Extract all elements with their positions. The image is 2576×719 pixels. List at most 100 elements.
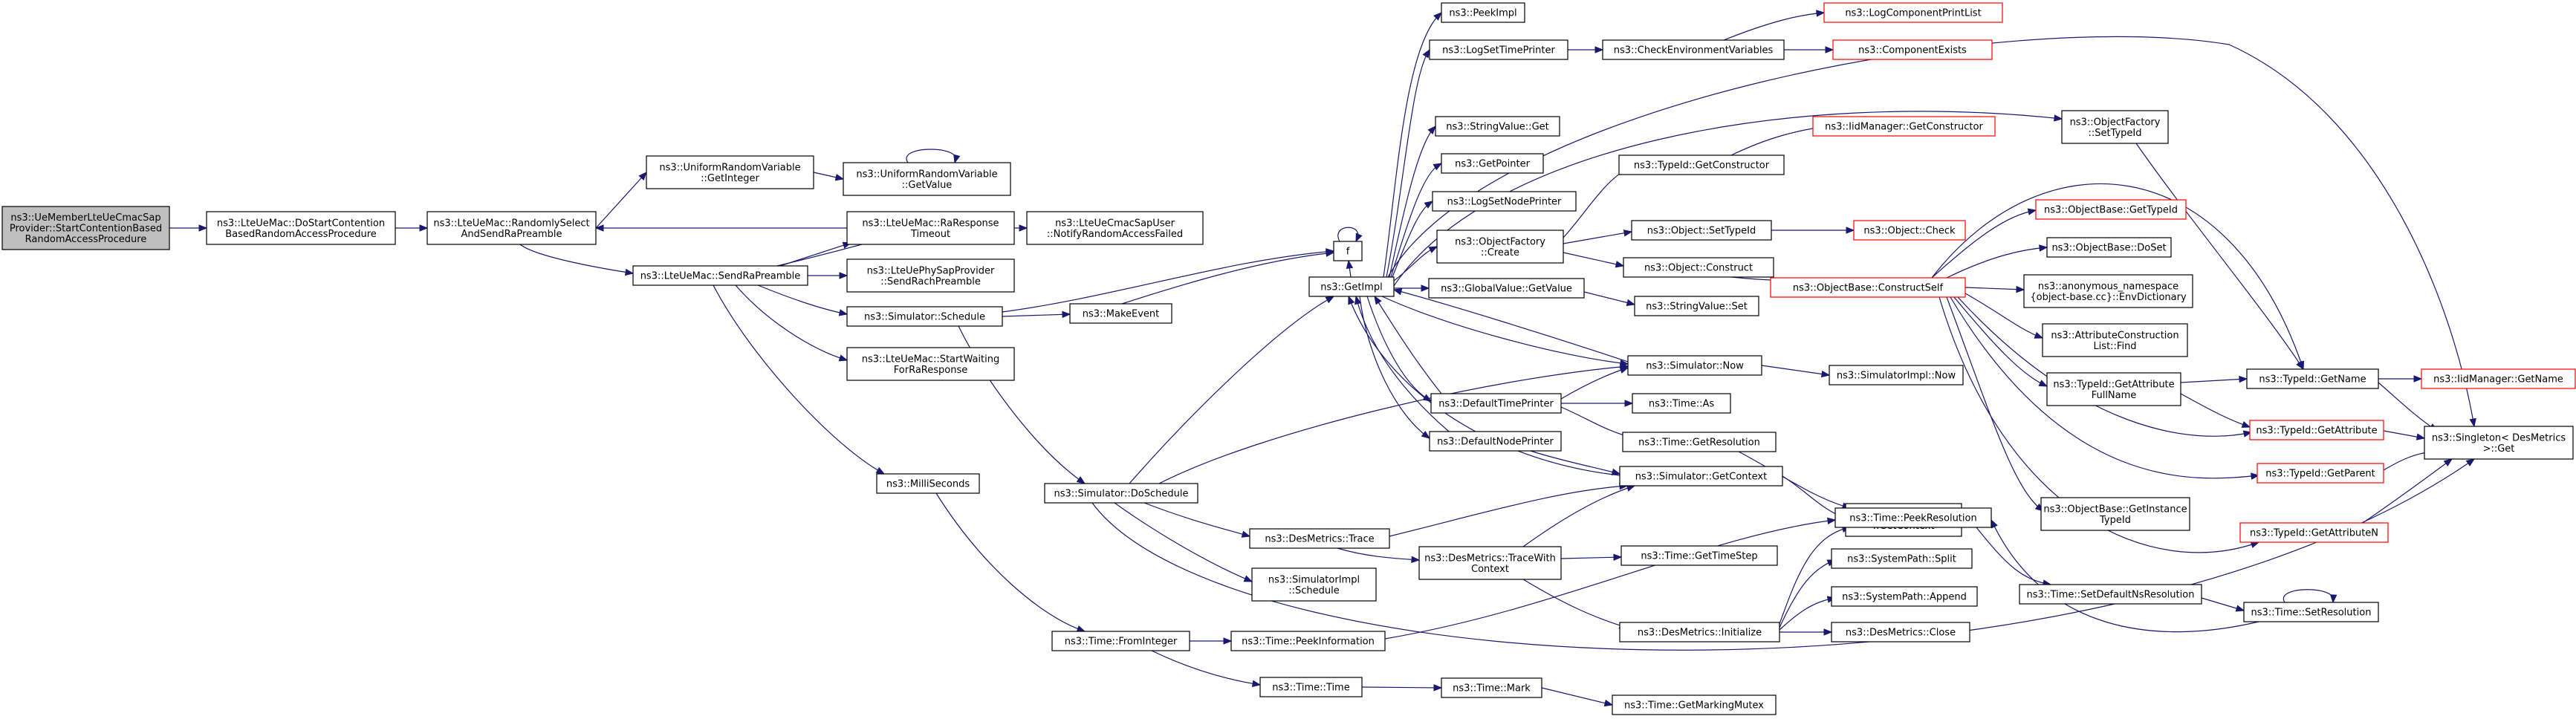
arrowhead bbox=[2329, 594, 2337, 604]
node-sim-impl-now[interactable]: ns3::SimulatorImpl::Now bbox=[1829, 365, 1964, 385]
node-sim-schedule[interactable]: ns3::Simulator::Schedule bbox=[846, 306, 1003, 327]
node-type-id-get-attr-n[interactable]: ns3::TypeId::GetAttributeN bbox=[2239, 522, 2389, 543]
node-time-get-mark-mutex[interactable]: ns3::Time::GetMarkingMutex bbox=[1612, 694, 1777, 715]
node-obj-fact-set-type-id[interactable]: ns3::ObjectFactory::SetTypeId bbox=[2061, 110, 2169, 144]
node-time-set-res[interactable]: ns3::Time::SetResolution bbox=[2243, 602, 2379, 622]
node-send-ra-pre[interactable]: ns3::LteUeMac::SendRaPreamble bbox=[632, 265, 808, 286]
node-check-env[interactable]: ns3::CheckEnvironmentVariables bbox=[1602, 39, 1785, 60]
node-time-peek-res[interactable]: ns3::Time::PeekResolution bbox=[1834, 507, 1992, 528]
node-time-mark[interactable]: ns3::Time::Mark bbox=[1441, 677, 1542, 698]
node-time-time[interactable]: ns3::Time::Time bbox=[1259, 677, 1363, 697]
node-sys-path-append[interactable]: ns3::SystemPath::Append bbox=[1831, 586, 1978, 607]
node-time-get-step[interactable]: ns3::Time::GetTimeStep bbox=[1620, 545, 1778, 566]
node-make-event[interactable]: ns3::MakeEvent bbox=[1069, 303, 1172, 324]
edge-obj-base-construct-self-to-type-id-get-parent bbox=[1950, 296, 2260, 480]
node-get-impl[interactable]: ns3::GetImpl bbox=[1308, 276, 1395, 297]
node-type-id-get-ctor[interactable]: ns3::TypeId::GetConstructor bbox=[1618, 154, 1785, 175]
node-rand-sel[interactable]: ns3::LteUeMac::RandomlySelectAndSendRaPr… bbox=[426, 211, 597, 245]
node-singleton-get[interactable]: ns3::Singleton< DesMetrics>::Get bbox=[2424, 426, 2574, 460]
node-obj-base-do-set[interactable]: ns3::ObjectBase::DoSet bbox=[2046, 237, 2172, 258]
node-type-id-get-name[interactable]: ns3::TypeId::GetName bbox=[2246, 368, 2379, 389]
node-time-as[interactable]: ns3::Time::As bbox=[1632, 393, 1731, 414]
node-iid-mgr-get-ctor[interactable]: ns3::IidManager::GetConstructor bbox=[1812, 116, 1996, 137]
node-obj-set-type-id[interactable]: ns3::Object::SetTypeId bbox=[1631, 220, 1772, 241]
node-urv-get-int[interactable]: ns3::UniformRandomVariable::GetInteger bbox=[646, 155, 814, 189]
node-box bbox=[1829, 365, 1964, 385]
node-box bbox=[1429, 39, 1568, 60]
node-sys-path-split[interactable]: ns3::SystemPath::Split bbox=[1831, 548, 1973, 569]
node-des-close[interactable]: ns3::DesMetrics::Close bbox=[1831, 622, 1970, 642]
node-box bbox=[2040, 497, 2190, 531]
edge-line bbox=[2283, 589, 2335, 603]
edge-line bbox=[1530, 450, 1620, 475]
node-log-time-printer[interactable]: ns3::LogSetTimePrinter bbox=[1429, 39, 1568, 60]
node-time-from-int[interactable]: ns3::Time::FromInteger bbox=[1051, 631, 1190, 651]
node-box bbox=[1602, 39, 1785, 60]
edge-line bbox=[1946, 247, 2048, 279]
node-def-node-printer[interactable]: ns3::DefaultNodePrinter bbox=[1429, 431, 1562, 452]
node-time-get-res[interactable]: ns3::Time::GetResolution bbox=[1622, 432, 1777, 452]
node-def-time-printer[interactable]: ns3::DefaultTimePrinter bbox=[1430, 393, 1562, 414]
node-des-trace[interactable]: ns3::DesMetrics::Trace bbox=[1249, 528, 1390, 549]
node-log-comp-list[interactable]: ns3::LogComponentPrintList bbox=[1823, 2, 2003, 23]
node-label: Timeout bbox=[910, 229, 950, 240]
arrowhead bbox=[1325, 296, 1335, 304]
node-obj-base-construct-self[interactable]: ns3::ObjectBase::ConstructSelf bbox=[1770, 277, 1966, 298]
node-do-schedule[interactable]: ns3::Simulator::DoSchedule bbox=[1044, 483, 1198, 504]
node-sim-now[interactable]: ns3::Simulator::Now bbox=[1627, 355, 1762, 376]
node-get-pointer[interactable]: ns3::GetPointer bbox=[1441, 153, 1544, 174]
node-label: ns3::Object::Check bbox=[1863, 226, 1956, 237]
node-label: ns3::TypeId::GetAttribute bbox=[2256, 426, 2377, 437]
node-label: ns3::DesMetrics::Close bbox=[1846, 628, 1956, 639]
node-label: ns3::LteUeMac::RandomlySelect bbox=[433, 218, 589, 229]
node-anon-env-dict[interactable]: ns3::anonymous_namespace{object-base.cc}… bbox=[2023, 274, 2193, 308]
node-obj-check[interactable]: ns3::Object::Check bbox=[1853, 220, 1966, 241]
node-sim-get-ctx[interactable]: ns3::Simulator::GetContext bbox=[1619, 466, 1783, 487]
node-global-val-get[interactable]: ns3::GlobalValue::GetValue bbox=[1428, 278, 1585, 299]
arrowhead bbox=[1433, 684, 1443, 692]
edge-line bbox=[1779, 527, 1851, 625]
edge-root-to-do-start bbox=[169, 224, 208, 232]
node-box bbox=[2421, 368, 2576, 389]
node-notify-ra-failed[interactable]: ns3::LteUeCmacSapUser::NotifyRandomAcces… bbox=[1026, 211, 1204, 245]
node-iid-mgr-get-name[interactable]: ns3::IidManager::GetName bbox=[2421, 368, 2576, 389]
node-do-start[interactable]: ns3::LteUeMac::DoStartContentionBasedRan… bbox=[206, 211, 396, 245]
node-label: ns3::GetImpl bbox=[1320, 282, 1383, 293]
node-des-init[interactable]: ns3::DesMetrics::Initialize bbox=[1619, 622, 1780, 642]
node-label: RandomAccessProcedure bbox=[25, 234, 147, 245]
node-milli[interactable]: ns3::MilliSeconds bbox=[876, 473, 980, 494]
node-type-id-get-attr[interactable]: ns3::TypeId::GetAttribute bbox=[2249, 420, 2384, 440]
node-time-peek-info[interactable]: ns3::Time::PeekInformation bbox=[1230, 631, 1386, 651]
node-urv-get-val[interactable]: ns3::UniformRandomVariable::GetValue bbox=[843, 162, 1011, 196]
node-label: AndSendRaPreamble bbox=[461, 229, 562, 240]
node-obj-fact-create[interactable]: ns3::ObjectFactory::Create bbox=[1436, 230, 1564, 264]
node-send-rach[interactable]: ns3::LteUePhySapProvider::SendRachPreamb… bbox=[846, 258, 1015, 293]
edge-line bbox=[1393, 246, 1438, 282]
node-log-node-printer[interactable]: ns3::LogSetNodePrinter bbox=[1432, 191, 1577, 212]
node-root[interactable]: ns3::UeMemberLteUeCmacSapProvider::Start… bbox=[1, 206, 170, 250]
node-str-val-set[interactable]: ns3::StringValue::Set bbox=[1634, 296, 1759, 316]
node-comp-exists[interactable]: ns3::ComponentExists bbox=[1832, 39, 1993, 60]
node-type-id-get-parent[interactable]: ns3::TypeId::GetParent bbox=[2257, 463, 2384, 484]
node-obj-base-get-type-id[interactable]: ns3::ObjectBase::GetTypeId bbox=[2035, 199, 2187, 220]
node-f[interactable]: f bbox=[1333, 241, 1363, 261]
node-box bbox=[1441, 677, 1542, 698]
node-time-set-def-ns[interactable]: ns3::Time::SetDefaultNsResolution bbox=[2019, 584, 2202, 605]
node-sim-impl-sched[interactable]: ns3::SimulatorImpl::Schedule bbox=[1251, 567, 1377, 602]
node-peek-impl[interactable]: ns3::PeekImpl bbox=[1441, 2, 1525, 23]
edge-obj-set-type-id-to-obj-check bbox=[1771, 227, 1855, 234]
node-str-val-get[interactable]: ns3::StringValue::Get bbox=[1435, 116, 1560, 137]
arrowhead bbox=[1348, 295, 1355, 305]
node-box bbox=[2019, 584, 2202, 605]
node-label: ns3::LteUeMac::DoStartContention bbox=[217, 218, 385, 229]
node-box bbox=[2424, 426, 2574, 460]
edge-line bbox=[1991, 519, 2259, 633]
edge-des-trace-with-to-sim-get-ctx bbox=[1522, 484, 1636, 547]
node-obj-construct[interactable]: ns3::Object::Construct bbox=[1623, 257, 1774, 278]
